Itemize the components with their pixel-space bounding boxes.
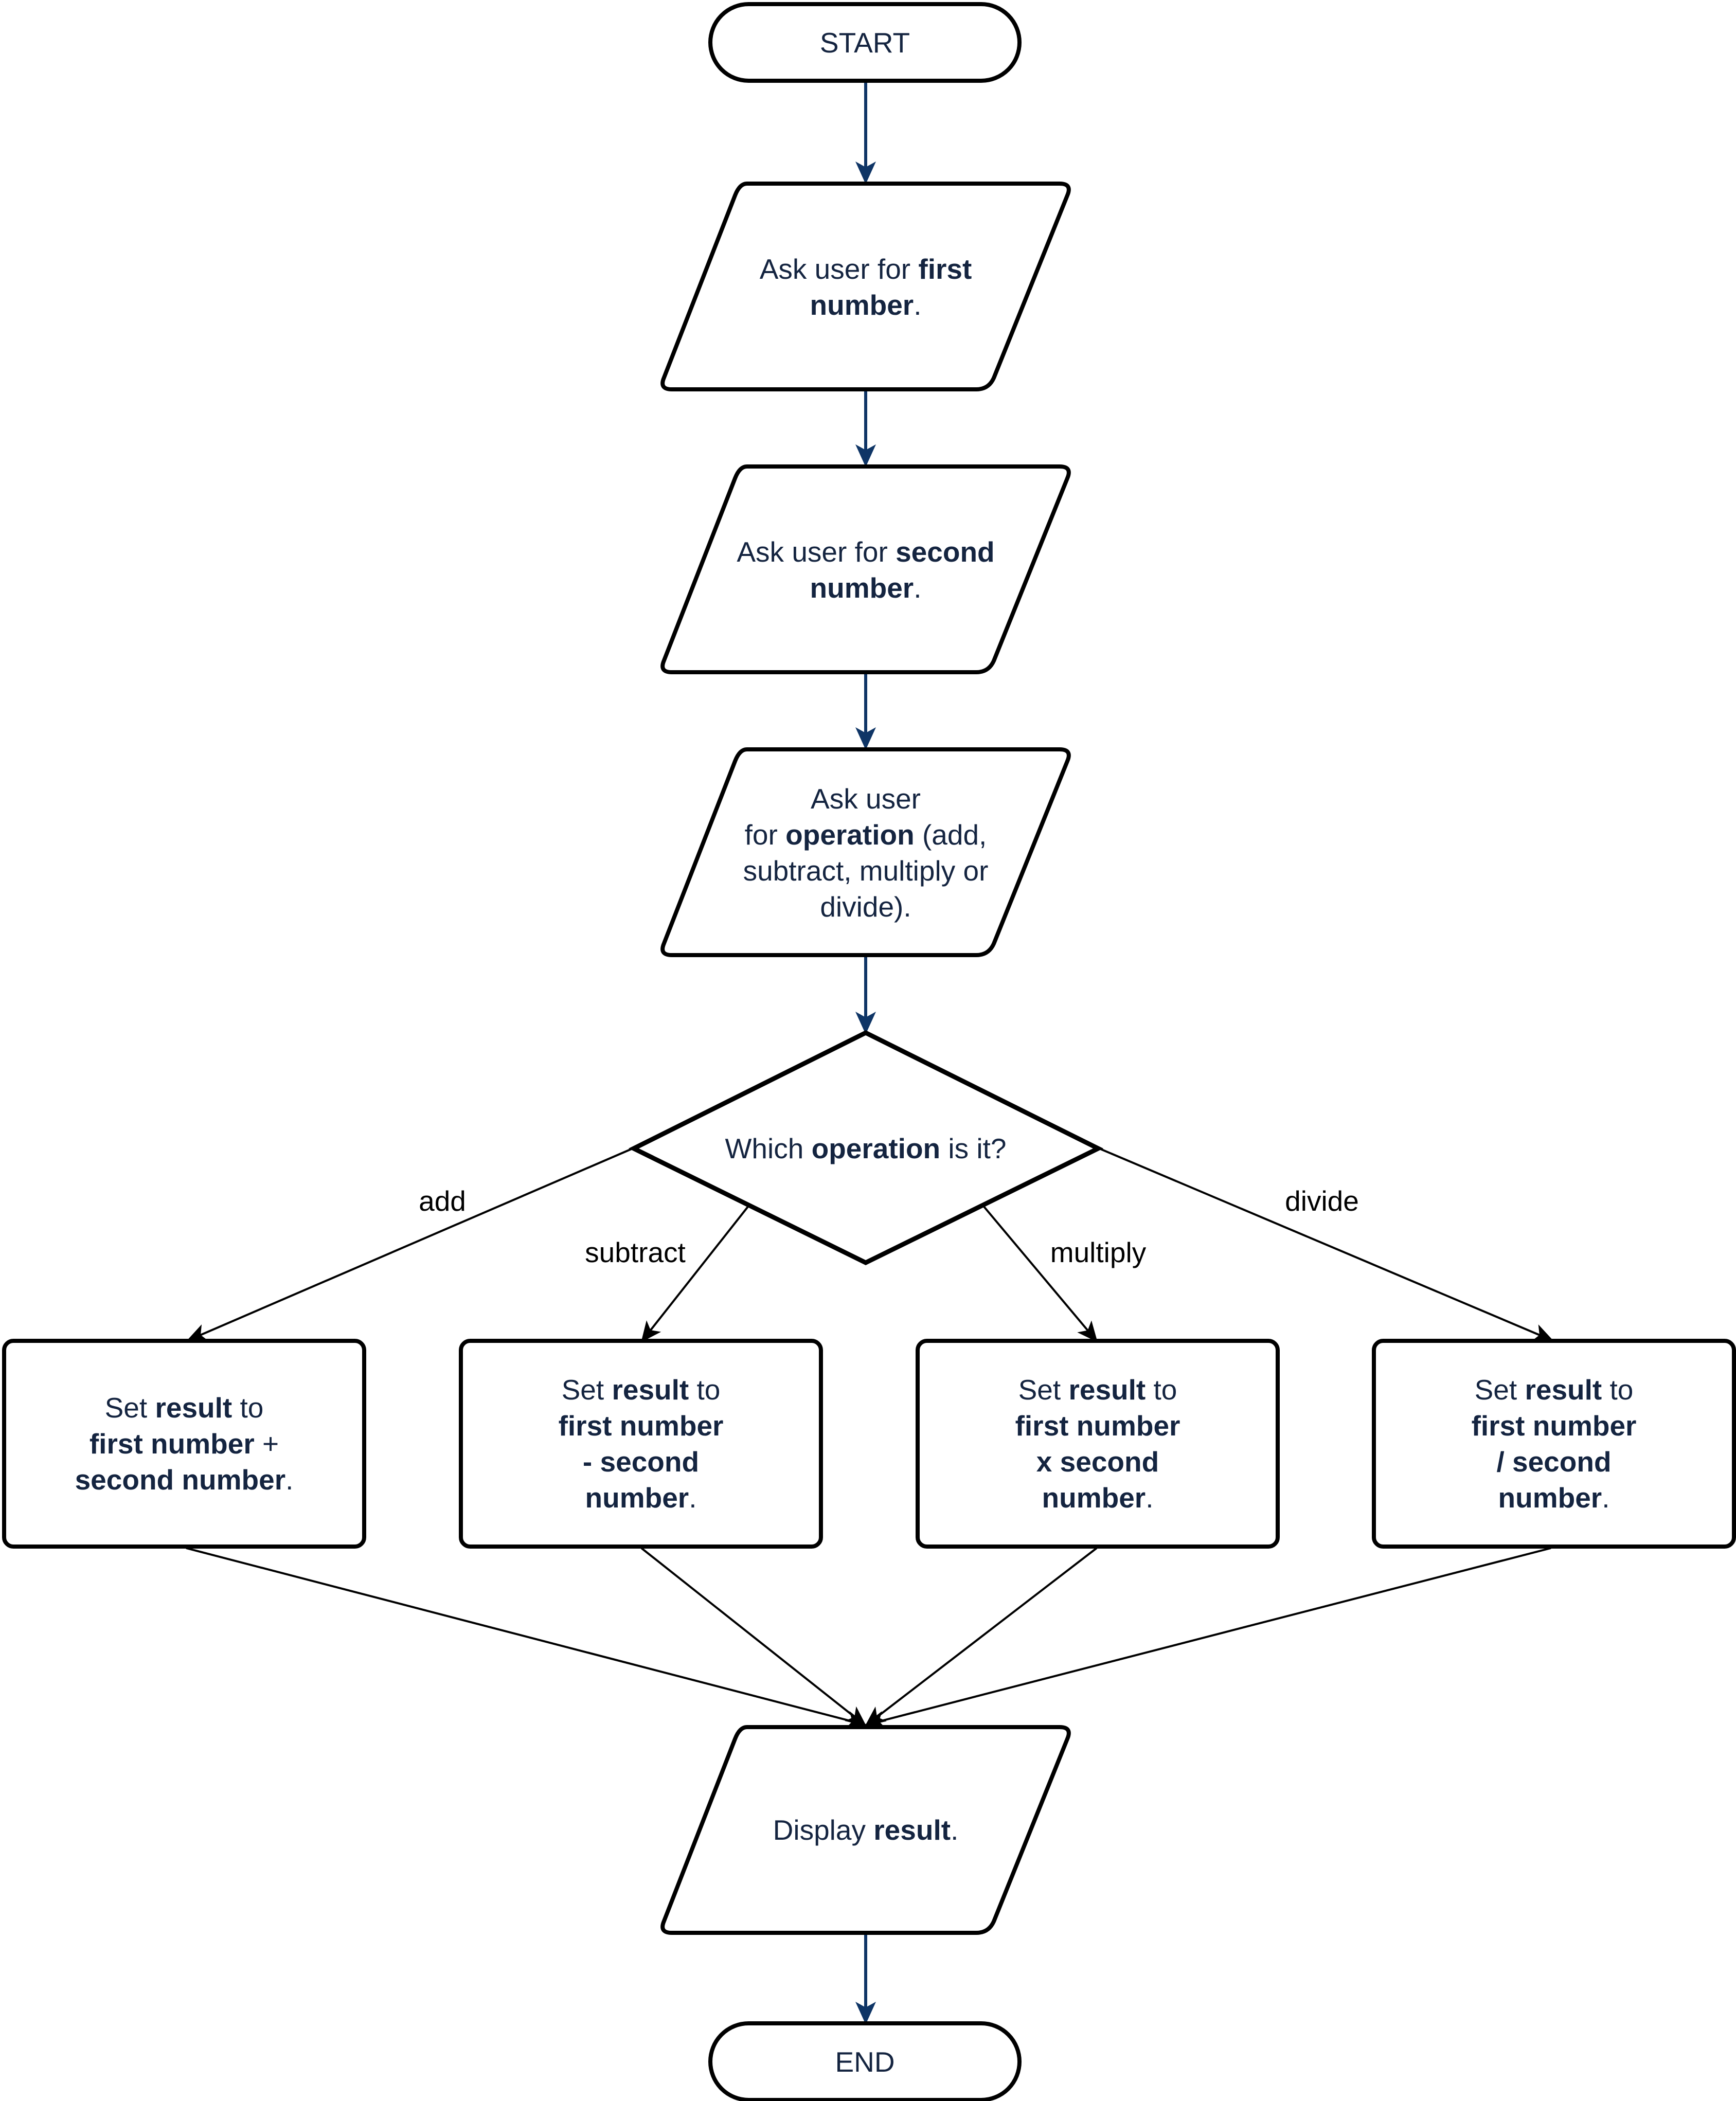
edge-decision-divide (1099, 1147, 1554, 1342)
edge-decision-multiply (982, 1205, 1098, 1342)
edge-add-to-output (186, 1547, 867, 1729)
edge-decision-subtract (641, 1205, 749, 1342)
edge-divide-to-output (864, 1547, 1551, 1729)
output-result-shape (660, 1725, 1071, 1935)
process-divide-shape (1372, 1339, 1736, 1549)
input-second-number-shape (660, 464, 1071, 674)
input-first-number-shape (660, 182, 1071, 391)
input-operation-shape (660, 747, 1071, 957)
process-subtract-shape (459, 1339, 823, 1549)
process-add-shape (2, 1339, 366, 1549)
edge-label-subtract: subtract (585, 1236, 686, 1268)
end-label: END (835, 2045, 895, 2078)
decision-diamond (628, 1030, 1104, 1266)
output-result-label: Display result. (773, 1813, 959, 1846)
start-label: START (819, 26, 910, 59)
edge-label-divide: divide (1285, 1185, 1359, 1217)
edge-multiply-to-output (865, 1547, 1098, 1727)
edge-subtract-to-output (640, 1547, 867, 1727)
edge-label-add: add (419, 1185, 466, 1217)
process-multiply-shape (916, 1339, 1280, 1549)
start-terminal (708, 2, 1022, 83)
edge-decision-add (186, 1147, 633, 1342)
end-terminal (708, 2021, 1022, 2101)
edge-label-multiply: multiply (1050, 1236, 1147, 1268)
decision-label: Which operation is it? (725, 1133, 1007, 1164)
